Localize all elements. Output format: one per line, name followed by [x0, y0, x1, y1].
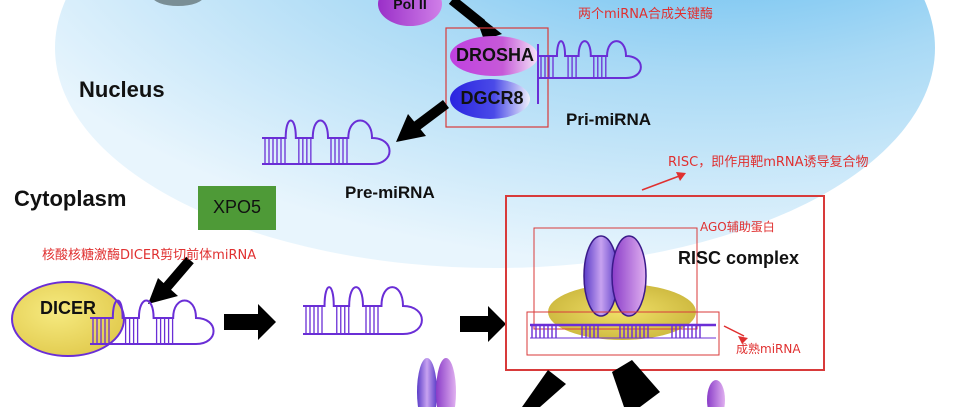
mature-mirna-box — [526, 311, 720, 356]
mature-mirna-annotation: 成熟miRNA — [736, 342, 801, 356]
dicer-bound-hairpin — [90, 299, 215, 345]
arrow-pol2-to-drosha — [448, 0, 502, 40]
cleaved-duplex-hairpin — [303, 286, 423, 335]
arrow-dicer-to-duplex — [224, 304, 276, 340]
risc-box — [505, 195, 825, 371]
arrow-to-dicer — [148, 256, 194, 304]
dgcr8-enzyme — [450, 79, 530, 119]
pol2-label: Pol II — [393, 0, 427, 12]
mature-note-arrow — [723, 325, 745, 337]
arrow-duplex-to-risc — [460, 306, 506, 342]
pri-mirna-hairpin — [538, 40, 642, 79]
cytoplasm-label: Cytoplasm — [14, 186, 127, 211]
risc-annotation: RISC，即作用靶mRNA诱导复合物 — [668, 155, 869, 170]
pol2-enzyme — [378, 0, 442, 26]
dicer-annotation: 核酸核糖激酶DICER剪切前体miRNA — [42, 248, 257, 263]
ago-box — [533, 227, 698, 330]
risc-complex-label: RISC complex — [678, 248, 800, 268]
xpo5-label: XPO5 — [212, 197, 262, 217]
pre-mirna-label: Pre-miRNA — [345, 183, 435, 202]
key-enzymes-annotation: 两个miRNA合成关键酶 — [578, 7, 713, 22]
arrow-down-left — [522, 370, 566, 407]
drosha-enzyme — [450, 36, 538, 76]
dgcr8-label: DGCR8 — [460, 88, 524, 108]
bottom-ago-right — [707, 380, 725, 407]
ago-annotation: AGO辅助蛋白 — [700, 220, 775, 234]
drosha-label: DROSHA — [455, 45, 534, 65]
xpo5-box — [198, 186, 276, 230]
rna-layer — [90, 40, 716, 345]
risc-note-arrow — [641, 174, 683, 191]
arrow-down-right — [612, 360, 660, 407]
pre-mirna-hairpin-strand — [262, 119, 391, 165]
bottom-ago-left-1 — [417, 358, 437, 407]
ago-protein-2 — [611, 235, 647, 317]
dna-fragment — [154, 0, 202, 6]
pre-mirna-hairpin — [262, 119, 391, 165]
cleaved-duplex-hairpin-strand — [303, 286, 423, 335]
dicer-label: DICER — [39, 298, 96, 318]
pri-mirna-hairpin-strand — [538, 40, 642, 79]
bottom-ago-left-2 — [436, 358, 456, 407]
nucleus-label: Nucleus — [79, 77, 165, 102]
arrow-to-pre-mirna — [396, 100, 449, 142]
pri-mirna-label: Pri-miRNA — [566, 110, 652, 129]
